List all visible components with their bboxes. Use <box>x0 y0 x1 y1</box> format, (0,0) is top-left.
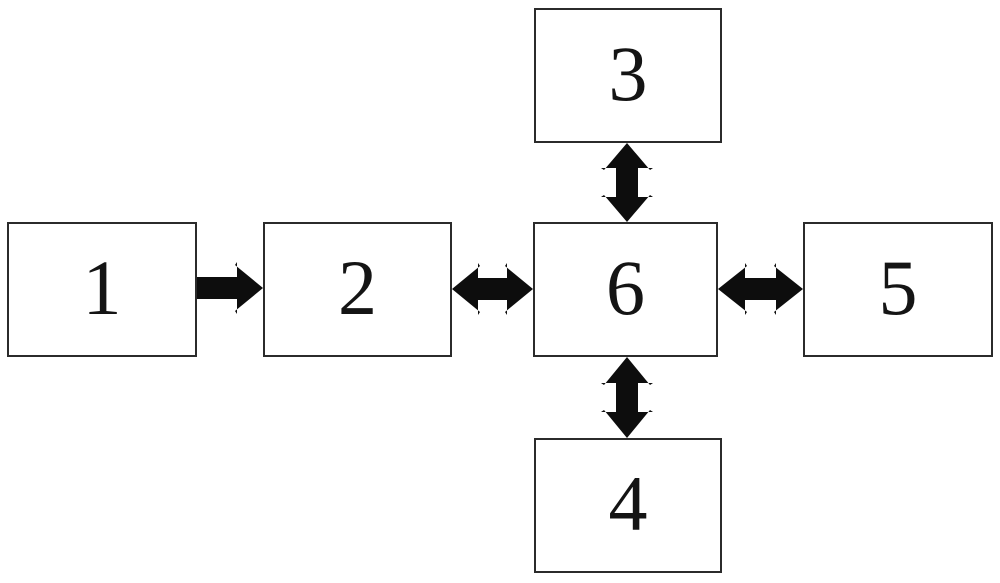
box-3-label: 3 <box>608 29 648 117</box>
box-6-label: 6 <box>606 243 645 331</box>
box-2-label: 2 <box>338 243 377 331</box>
diagram-box-1: 1 <box>7 222 197 357</box>
diagram-box-6: 6 <box>533 222 718 357</box>
arrow-3-and-6-icon <box>601 143 653 222</box>
arrow-2-and-6-icon <box>452 263 533 315</box>
diagram-box-4: 4 <box>534 438 722 573</box>
diagram-box-5: 5 <box>803 222 993 357</box>
arrow-6-and-4-icon <box>601 357 653 438</box>
arrow-6-and-5-icon <box>718 263 803 315</box>
diagram-box-3: 3 <box>534 8 722 143</box>
box-4-label: 4 <box>608 459 648 547</box>
diagram-box-2: 2 <box>263 222 452 357</box>
arrow-1-to-2-icon <box>197 262 263 314</box>
box-1-label: 1 <box>82 243 122 331</box>
box-5-label: 5 <box>878 243 918 331</box>
